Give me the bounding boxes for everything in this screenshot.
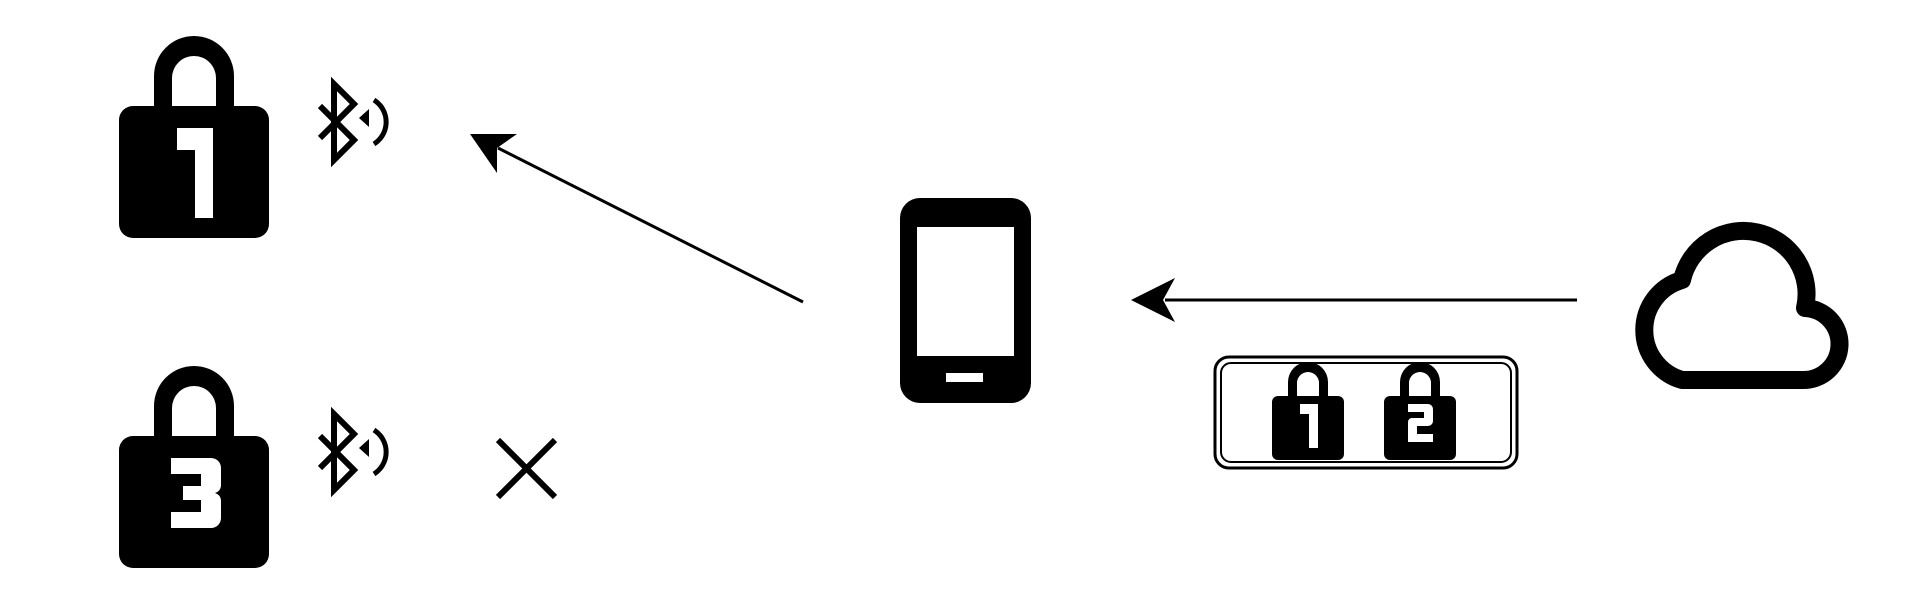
lock-3-bluetooth-signal-icon xyxy=(317,406,389,498)
key-list-card xyxy=(1213,355,1519,470)
access-list-lock-2-icon xyxy=(1384,362,1456,460)
lock-1-digit-label: 1 xyxy=(0,0,1,1)
cloud-icon xyxy=(1635,221,1849,390)
lock-1-bluetooth-signal-icon xyxy=(317,76,389,168)
lock-3-digit-glyph xyxy=(171,458,221,528)
smartphone-icon xyxy=(900,198,1031,403)
access-list-lock-2-label: 2 xyxy=(0,0,1,1)
lock-1-digit-glyph xyxy=(177,128,213,218)
access-list-lock-1-label: 1 xyxy=(0,0,1,1)
access-list-lock-1-icon xyxy=(1272,362,1344,460)
arrow-phone-to-lock-1 xyxy=(470,134,804,304)
lock-3-cross-icon xyxy=(495,437,558,500)
lock-1-padlock-icon xyxy=(119,36,269,238)
arrow-cloud-to-phone xyxy=(1131,278,1577,322)
lock-3-padlock-icon xyxy=(119,366,269,568)
lock-3-digit-label: 3 xyxy=(0,0,1,1)
